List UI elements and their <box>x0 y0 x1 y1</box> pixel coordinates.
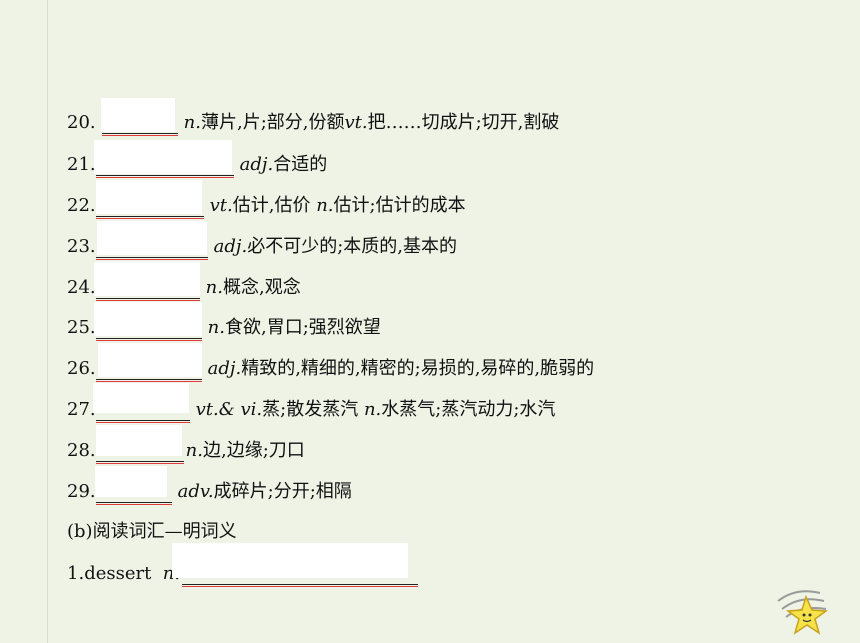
answer-blank <box>95 155 234 178</box>
definition: 食欲,胃口;强烈欲望 <box>224 317 381 338</box>
part-of-speech: vt. <box>209 195 233 216</box>
vocab-item-22: 22. vt.估计,估价 n.估计;估计的成本 <box>67 195 466 219</box>
answer-cover <box>101 98 175 132</box>
definition: 蒸;散发蒸汽 <box>262 399 364 420</box>
item-number: 29. <box>67 481 96 502</box>
vocab-item-25: 25. n.食欲,胃口;强烈欲望 <box>67 317 381 341</box>
answer-blank <box>95 482 172 505</box>
part-of-speech: vt.& vi. <box>195 399 263 420</box>
answer-blank <box>95 318 202 341</box>
answer-blank <box>95 400 190 423</box>
vocab-item-26: 26. adj.精致的,精细的,精密的;易损的,易碎的,脆弱的 <box>67 358 595 382</box>
item-number: 27. <box>67 399 96 420</box>
reading-item-1: 1.dessert n. <box>67 563 424 587</box>
part-of-speech: adj. <box>213 236 248 257</box>
answer-blank <box>95 441 184 464</box>
item-number: 25. <box>67 317 96 338</box>
definition: 成碎片;分开;相隔 <box>213 481 352 502</box>
answer-cover <box>94 140 232 174</box>
reading-word: dessert <box>84 563 152 584</box>
definition: 必不可少的;本质的,基本的 <box>247 236 457 257</box>
definition: 薄片,片;部分,份额 <box>200 112 345 133</box>
item-number: 28. <box>67 440 96 461</box>
part-of-speech: n. <box>207 317 225 338</box>
part-of-speech-2: n. <box>363 399 382 420</box>
answer-cover <box>93 383 189 413</box>
part-of-speech: n. <box>205 277 223 298</box>
answer-blank <box>95 278 200 301</box>
part-of-speech-2: n. <box>316 195 334 216</box>
answer-cover <box>172 543 408 578</box>
definition-2: 把……切成片;切开,割破 <box>367 112 560 133</box>
item-number: 23. <box>67 236 96 257</box>
part-of-speech: adj. <box>207 358 242 379</box>
definition: 合适的 <box>273 154 328 175</box>
star-mascot-icon <box>777 590 829 635</box>
item-number: 20. <box>67 112 96 133</box>
margin-rule <box>47 0 48 643</box>
answer-cover <box>98 343 202 377</box>
part-of-speech: n. <box>183 112 201 133</box>
vocab-item-28: 28. n.边,边缘;刀口 <box>67 440 305 464</box>
item-number: 24. <box>67 277 96 298</box>
definition: 精致的,精细的,精密的;易损的,易碎的,脆弱的 <box>241 358 595 379</box>
item-number: 22. <box>67 195 96 216</box>
answer-blank <box>95 237 208 260</box>
definition: 估计,估价 <box>232 195 317 216</box>
part-of-speech: adj. <box>239 154 274 175</box>
part-of-speech-2: vt. <box>344 112 368 133</box>
item-number: 26. <box>67 358 96 379</box>
definition: 概念,观念 <box>222 277 301 298</box>
item-number: 1. <box>67 563 85 584</box>
answer-blank <box>95 196 204 219</box>
part-of-speech: adv. <box>177 481 214 502</box>
answer-cover <box>94 302 202 336</box>
section-heading: (b)阅读词汇—明词义 <box>67 521 237 542</box>
vocab-item-27: 27. vt.& vi.蒸;散发蒸汽 n.水蒸气;蒸汽动力;水汽 <box>67 399 556 423</box>
definition: 边,边缘;刀口 <box>202 440 305 461</box>
vocab-item-24: 24. n.概念,观念 <box>67 277 301 301</box>
vocab-item-20: 20. n.薄片,片;部分,份额vt.把……切成片;切开,割破 <box>67 112 560 136</box>
vocab-item-21: 21. adj.合适的 <box>67 154 328 178</box>
item-number: 21. <box>67 154 96 175</box>
answer-cover <box>94 262 200 296</box>
part-of-speech: n. <box>185 440 203 461</box>
definition-2: 估计;估计的成本 <box>333 195 466 216</box>
vocab-item-23: 23. adj.必不可少的;本质的,基本的 <box>67 236 457 260</box>
answer-cover <box>97 221 207 255</box>
answer-blank <box>182 564 419 587</box>
answer-cover <box>95 466 167 497</box>
definition-2: 水蒸气;蒸汽动力;水汽 <box>381 399 556 420</box>
answer-blank <box>101 113 178 136</box>
answer-cover <box>96 180 202 214</box>
answer-cover <box>96 425 182 456</box>
vocab-item-29: 29. adv.成碎片;分开;相隔 <box>67 481 352 505</box>
answer-blank <box>95 359 202 382</box>
